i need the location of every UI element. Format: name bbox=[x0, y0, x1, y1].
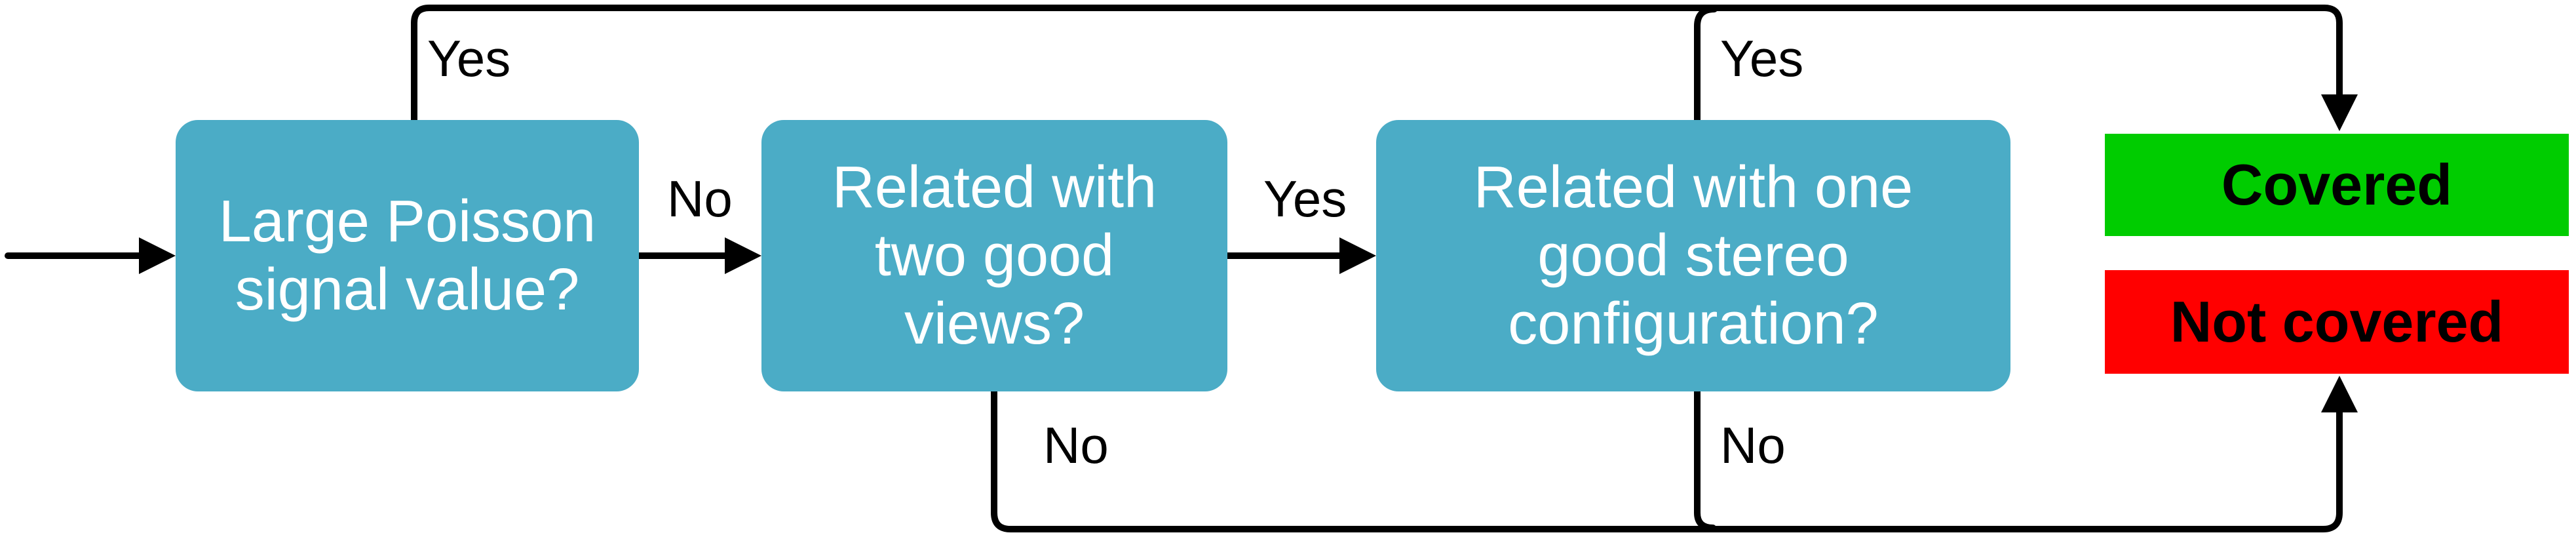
signal-yes-path bbox=[411, 5, 2343, 123]
stereo-check-node: Related with one good stereo configurati… bbox=[1376, 120, 2010, 391]
two-views-yes-label: Yes bbox=[1263, 170, 1347, 228]
two-views-yes-arrowhead bbox=[1339, 237, 1376, 274]
stereo-no-label: No bbox=[1720, 416, 1786, 474]
not-covered-outcome: Not covered bbox=[2105, 270, 2569, 374]
two-views-no-label: No bbox=[1043, 416, 1109, 474]
stereo-no-path bbox=[1694, 388, 1716, 531]
covered-arrowhead bbox=[2321, 94, 2358, 131]
signal-check-node: Large Poisson signal value? bbox=[176, 120, 639, 391]
entry-arrowhead bbox=[139, 237, 176, 274]
covered-outcome: Covered bbox=[2105, 134, 2569, 236]
signal-no-arrowhead bbox=[725, 237, 761, 274]
signal-no-label: No bbox=[667, 170, 733, 228]
stereo-yes-label: Yes bbox=[1720, 30, 1804, 87]
not-covered-arrowhead bbox=[2321, 376, 2358, 412]
two-views-check-node: Related with two good views? bbox=[761, 120, 1227, 391]
stereo-yes-path bbox=[1694, 6, 1718, 123]
signal-yes-label: Yes bbox=[427, 30, 511, 87]
two-views-no-path bbox=[991, 388, 2343, 532]
